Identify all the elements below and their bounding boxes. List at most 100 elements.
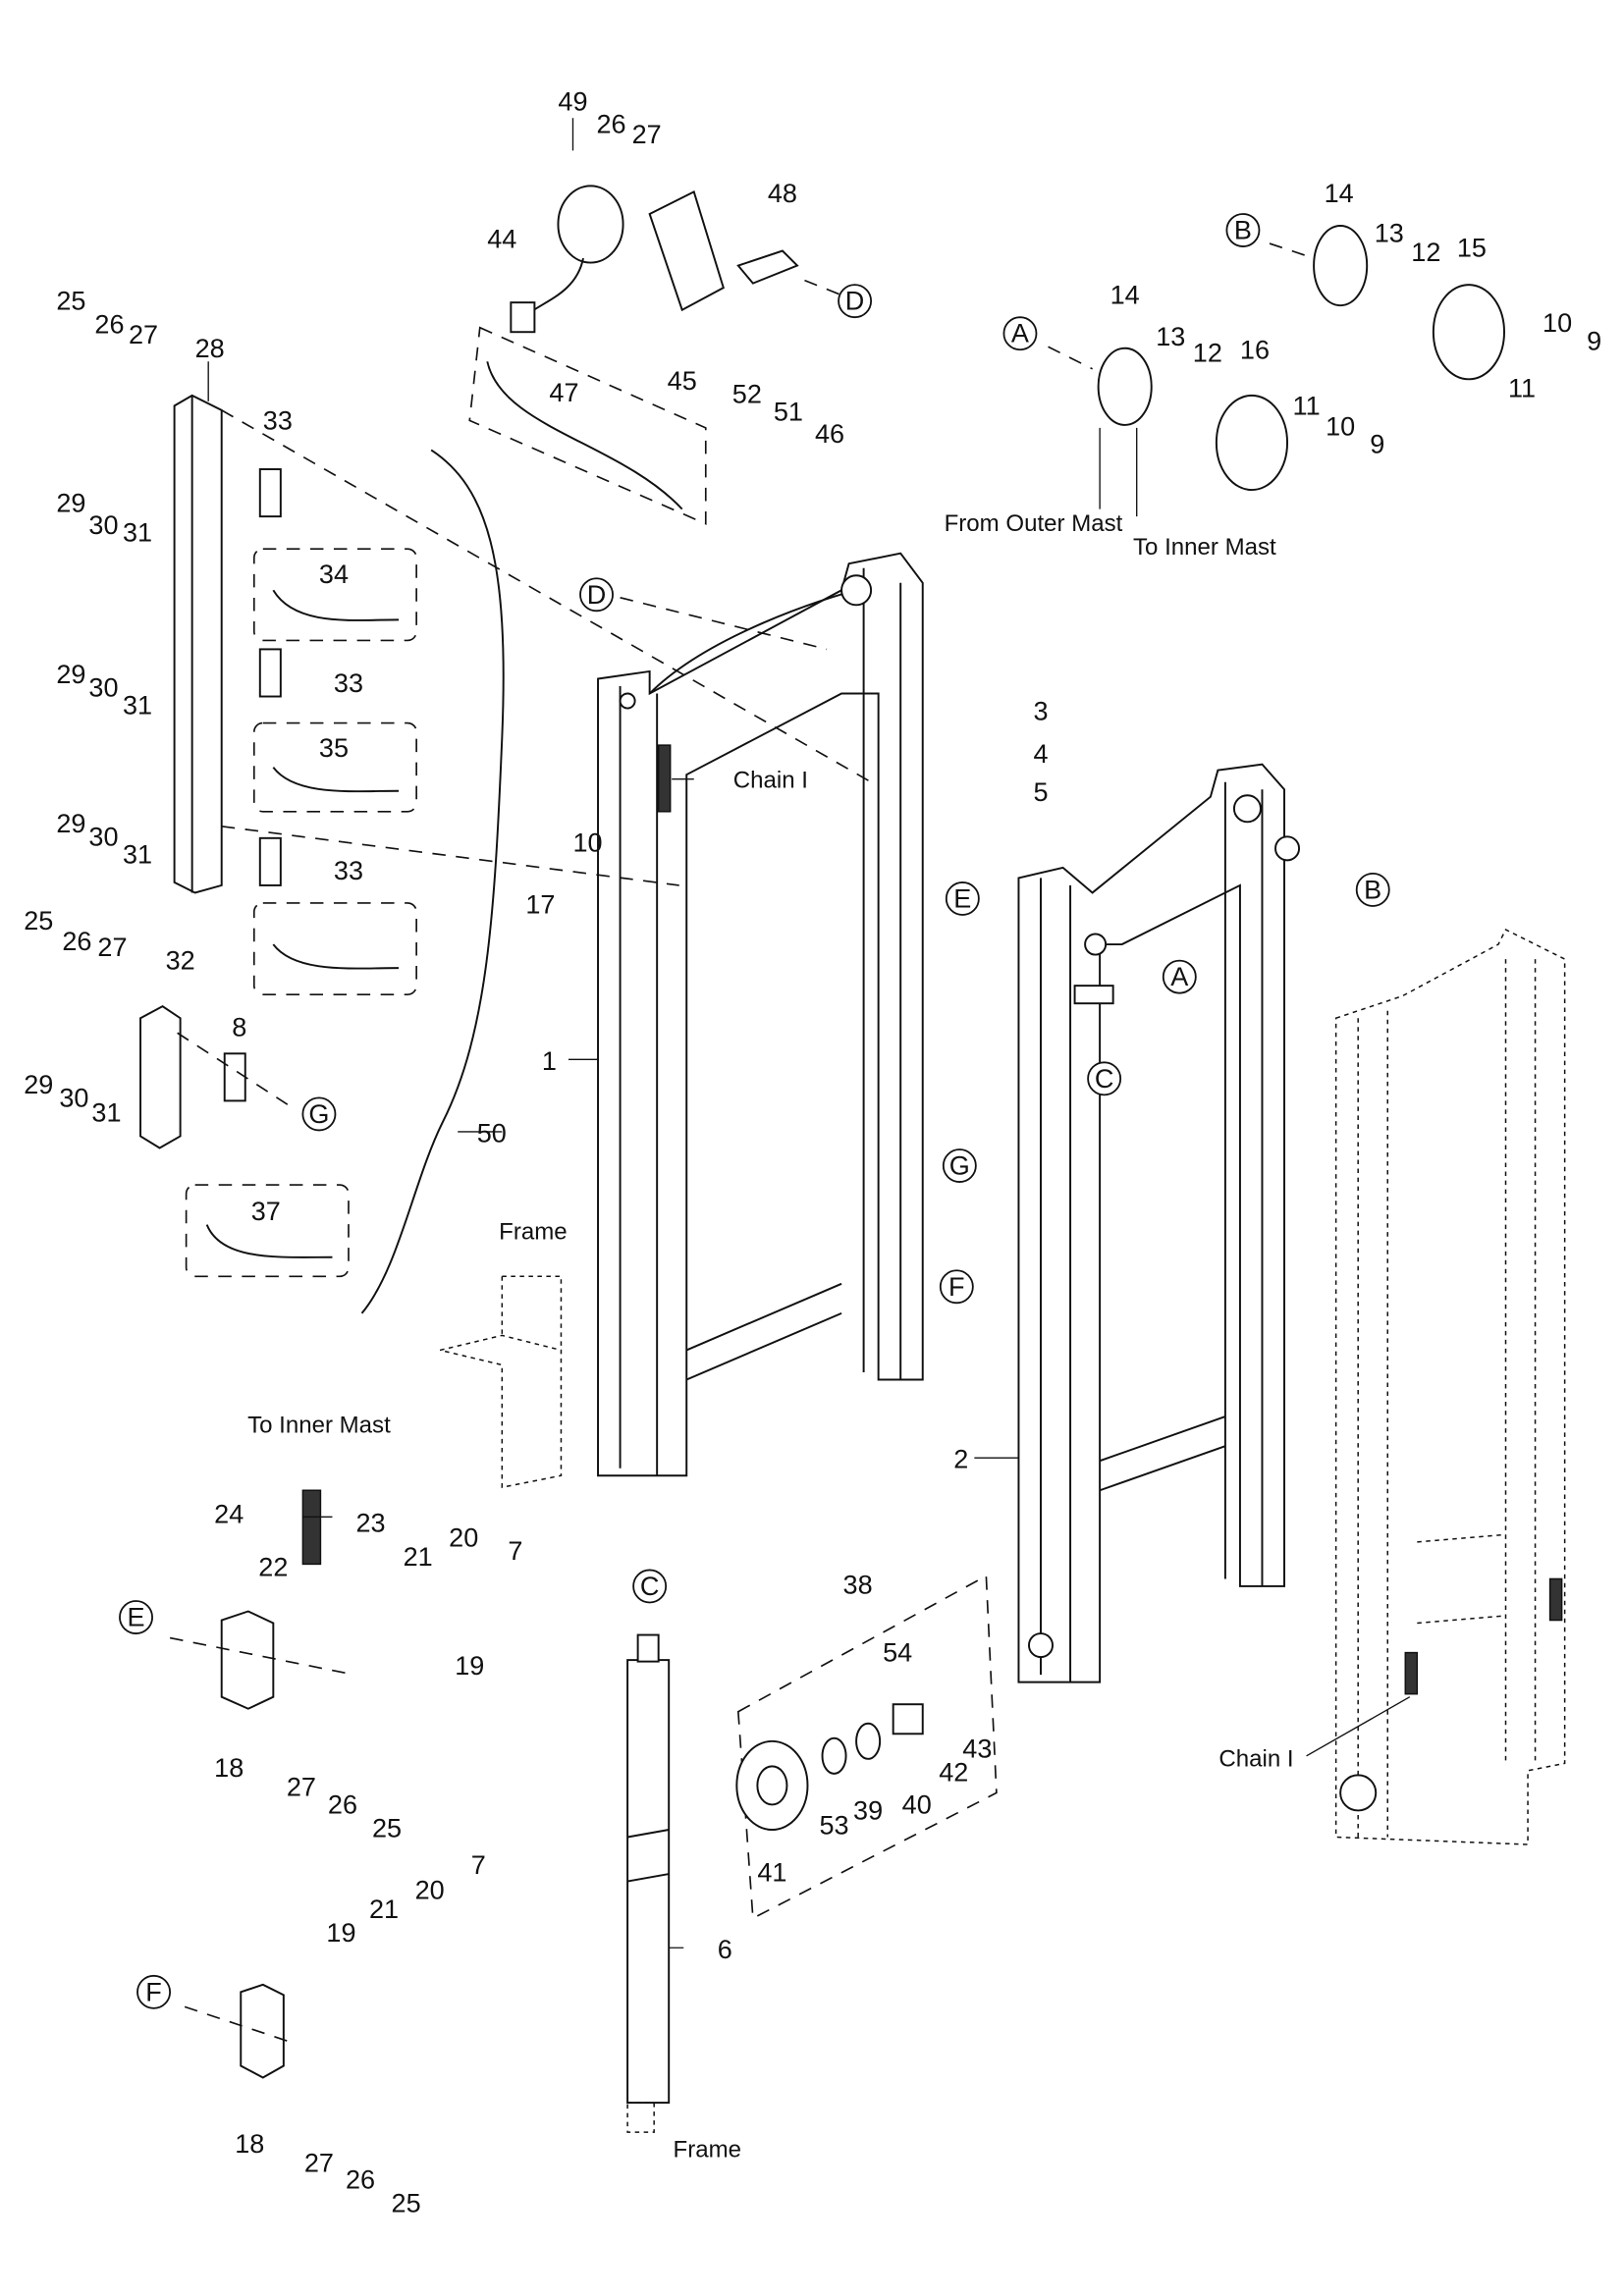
part-callout: 7: [508, 1536, 522, 1566]
roller-41: [735, 1703, 924, 1831]
inner-mast: [1017, 763, 1301, 1683]
part-callout: 30: [88, 673, 118, 703]
part-callout: 12: [1193, 338, 1222, 367]
part-callout: 27: [632, 120, 662, 149]
bracket-28: [173, 394, 223, 894]
part-callout: 54: [883, 1638, 912, 1668]
reference-letter: B: [1364, 875, 1381, 904]
reference-letter-circle: [632, 1569, 668, 1604]
part-callout: 10: [572, 828, 602, 857]
part-callout: 46: [815, 419, 844, 449]
reference-letter-circle: [1355, 873, 1390, 907]
note-chain-1-top: Chain I: [733, 768, 808, 794]
part-callout: 29: [24, 1070, 53, 1099]
pulleys: [1048, 225, 1505, 517]
part-callout: 51: [774, 397, 803, 426]
part-callout: 29: [56, 809, 85, 838]
reference-letter-circle: [942, 1148, 977, 1183]
reference-letter-circle: [838, 284, 873, 319]
part-callout: 40: [902, 1789, 932, 1819]
part-callout: 7: [471, 1850, 486, 1880]
part-callout: 50: [477, 1118, 507, 1148]
part-callout: 30: [88, 822, 118, 851]
bracket-18-upper: [220, 1610, 275, 1710]
part-callout: 9: [1587, 326, 1601, 355]
part-callout: 32: [166, 946, 195, 976]
part-callout: 31: [123, 691, 152, 721]
part-callout: 2: [953, 1445, 968, 1474]
part-callout: 13: [1156, 322, 1185, 351]
reference-letter: A: [1011, 319, 1029, 348]
reference-letter-circle: [136, 1974, 172, 2009]
part-callout: 31: [91, 1097, 121, 1127]
reference-letter: D: [845, 287, 865, 316]
sensors: [223, 468, 282, 1102]
part-callout: 16: [1240, 335, 1270, 364]
part-callout: 28: [195, 334, 225, 363]
reference-letter: C: [1095, 1064, 1114, 1094]
part-callout: 20: [449, 1522, 478, 1552]
note-from-outer-mast: From Outer Mast: [945, 510, 1123, 537]
reference-letter-circle: [1002, 316, 1038, 351]
part-callout: 35: [319, 733, 349, 763]
part-callout: 24: [214, 1499, 244, 1528]
part-callout: 27: [97, 933, 127, 962]
part-callout: 11: [1293, 391, 1321, 420]
reference-letter: A: [1170, 962, 1188, 991]
reference-letter: B: [1234, 216, 1252, 245]
frame-bracket: [440, 1275, 563, 1489]
note-frame-top: Frame: [499, 1219, 567, 1246]
part-callout: 41: [757, 1858, 786, 1888]
part-callout: 26: [94, 310, 124, 340]
part-callout: 25: [372, 1814, 402, 1843]
diagram-linework: [139, 118, 1566, 2133]
reference-letter: D: [587, 580, 607, 610]
assembled-mast-view: [1306, 929, 1566, 1845]
part-callout: 6: [718, 1935, 732, 1964]
part-callout: 29: [56, 489, 85, 518]
part-callout: 19: [326, 1918, 355, 1948]
reference-letter-circle: [945, 881, 980, 916]
part-callout: 49: [558, 87, 587, 117]
reference-letter-circle: [119, 1600, 153, 1634]
part-callout: 18: [235, 2129, 264, 2159]
part-callout: 23: [355, 1508, 385, 1537]
reference-letter: E: [128, 1603, 145, 1632]
part-callout: 21: [369, 1895, 399, 1924]
sensor-44-assembly: [510, 185, 799, 334]
bracket-32: [139, 1005, 182, 1149]
part-callout: 21: [404, 1542, 433, 1572]
reference-letter-circle: [1225, 213, 1261, 247]
part-callout: 27: [287, 1772, 316, 1801]
part-callout: 30: [59, 1083, 88, 1112]
part-callout: 42: [939, 1757, 968, 1787]
part-callout: 26: [328, 1789, 357, 1819]
part-callout: 31: [123, 518, 152, 548]
part-callout: 33: [263, 405, 293, 435]
part-callout: 25: [392, 2188, 421, 2217]
reference-letter-circle: [1087, 1061, 1122, 1096]
part-callout: 52: [732, 379, 762, 408]
part-callout: 11: [1508, 373, 1536, 402]
part-callout: 48: [768, 179, 797, 208]
part-callout: 13: [1375, 219, 1404, 248]
part-callout: 8: [232, 1012, 246, 1041]
note-chain-1-bottom: Chain I: [1218, 1745, 1293, 1772]
wire-harness-50: [360, 449, 505, 1314]
part-callout: 43: [962, 1734, 992, 1763]
reference-letter: E: [953, 883, 971, 913]
part-callout: 25: [56, 287, 85, 316]
part-callout: 53: [820, 1810, 849, 1840]
part-callout: 10: [1543, 308, 1572, 338]
chain-1-segment: [657, 744, 672, 813]
reference-letter: C: [640, 1572, 660, 1601]
part-callout: 45: [668, 366, 697, 396]
reference-letter: F: [145, 1977, 162, 2006]
part-callout: 27: [129, 320, 158, 349]
leader-lines: [169, 118, 1019, 2045]
reference-letter: F: [948, 1272, 965, 1302]
reference-letter-circle: [939, 1269, 974, 1305]
part-callout: 33: [334, 668, 363, 698]
